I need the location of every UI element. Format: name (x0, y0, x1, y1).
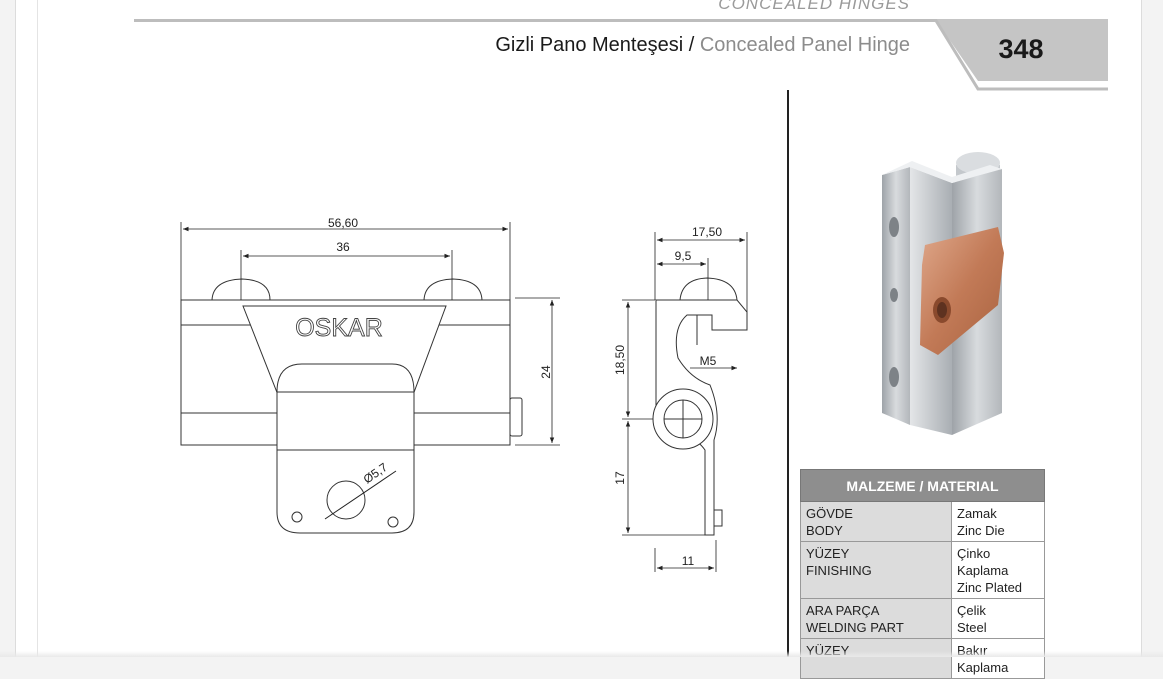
side-dimension-lines (622, 232, 748, 572)
dim-upper-height: 18,50 (613, 345, 627, 375)
dim-lower-height: 17 (613, 471, 627, 485)
dim-offset: 9,5 (675, 249, 692, 263)
hole-leader-line (324, 470, 397, 520)
material-label-body: GÖVDE BODY (800, 501, 952, 542)
table-row: YÜZEY FINISHING Çinko Kaplama Zinc Plate… (800, 541, 1045, 599)
technical-drawing: OSKAR Ø5,7 56,60 36 24 (180, 216, 748, 572)
dim-top-width: 17,50 (692, 225, 722, 239)
brand-logo: OSKAR (295, 314, 383, 342)
page-bottom-shadow (0, 651, 1163, 657)
product-title-en: Concealed Panel Hinge (694, 34, 910, 56)
product-title: Gizli Pano Menteşesi / Concealed Panel H… (420, 34, 910, 57)
material-value-surface: Bakır Kaplama (951, 638, 1045, 679)
column-divider (787, 90, 789, 657)
dim-bottom-width: 11 (682, 554, 695, 568)
material-label-welding-part: ARA PARÇA WELDING PART (800, 598, 952, 639)
product-image (882, 152, 1004, 435)
material-label-surface: YÜZEY (800, 638, 952, 679)
material-value-welding-part: Çelik Steel (951, 598, 1045, 639)
page-number: 348 (998, 34, 1044, 64)
material-value-finishing: Çinko Kaplama Zinc Plated (951, 541, 1045, 599)
material-label-finishing: YÜZEY FINISHING (800, 541, 952, 599)
table-row: GÖVDE BODY Zamak Zinc Die (800, 501, 1045, 542)
page-number-tab (935, 19, 1108, 91)
dim-overall-width: 56,60 (328, 216, 358, 230)
side-view (652, 277, 748, 536)
front-dimension-lines (180, 222, 560, 446)
material-table-header: MALZEME / MATERIAL (800, 469, 1045, 502)
header-rule (134, 19, 954, 22)
table-row: ARA PARÇA WELDING PART Çelik Steel (800, 598, 1045, 639)
material-table: MALZEME / MATERIAL GÖVDE BODY Zamak Zinc… (800, 469, 1045, 679)
material-value-body: Zamak Zinc Die (951, 501, 1045, 542)
table-row: YÜZEY Bakır Kaplama (800, 638, 1045, 679)
product-title-tr: Gizli Pano Menteşesi / (495, 34, 695, 56)
page-margin-rule (37, 0, 38, 657)
dim-height: 24 (539, 365, 553, 379)
dim-thread: M5 (700, 354, 717, 368)
dim-screw-spacing: 36 (336, 240, 350, 254)
category-heading: CONCEALED HINGES (718, 0, 910, 13)
